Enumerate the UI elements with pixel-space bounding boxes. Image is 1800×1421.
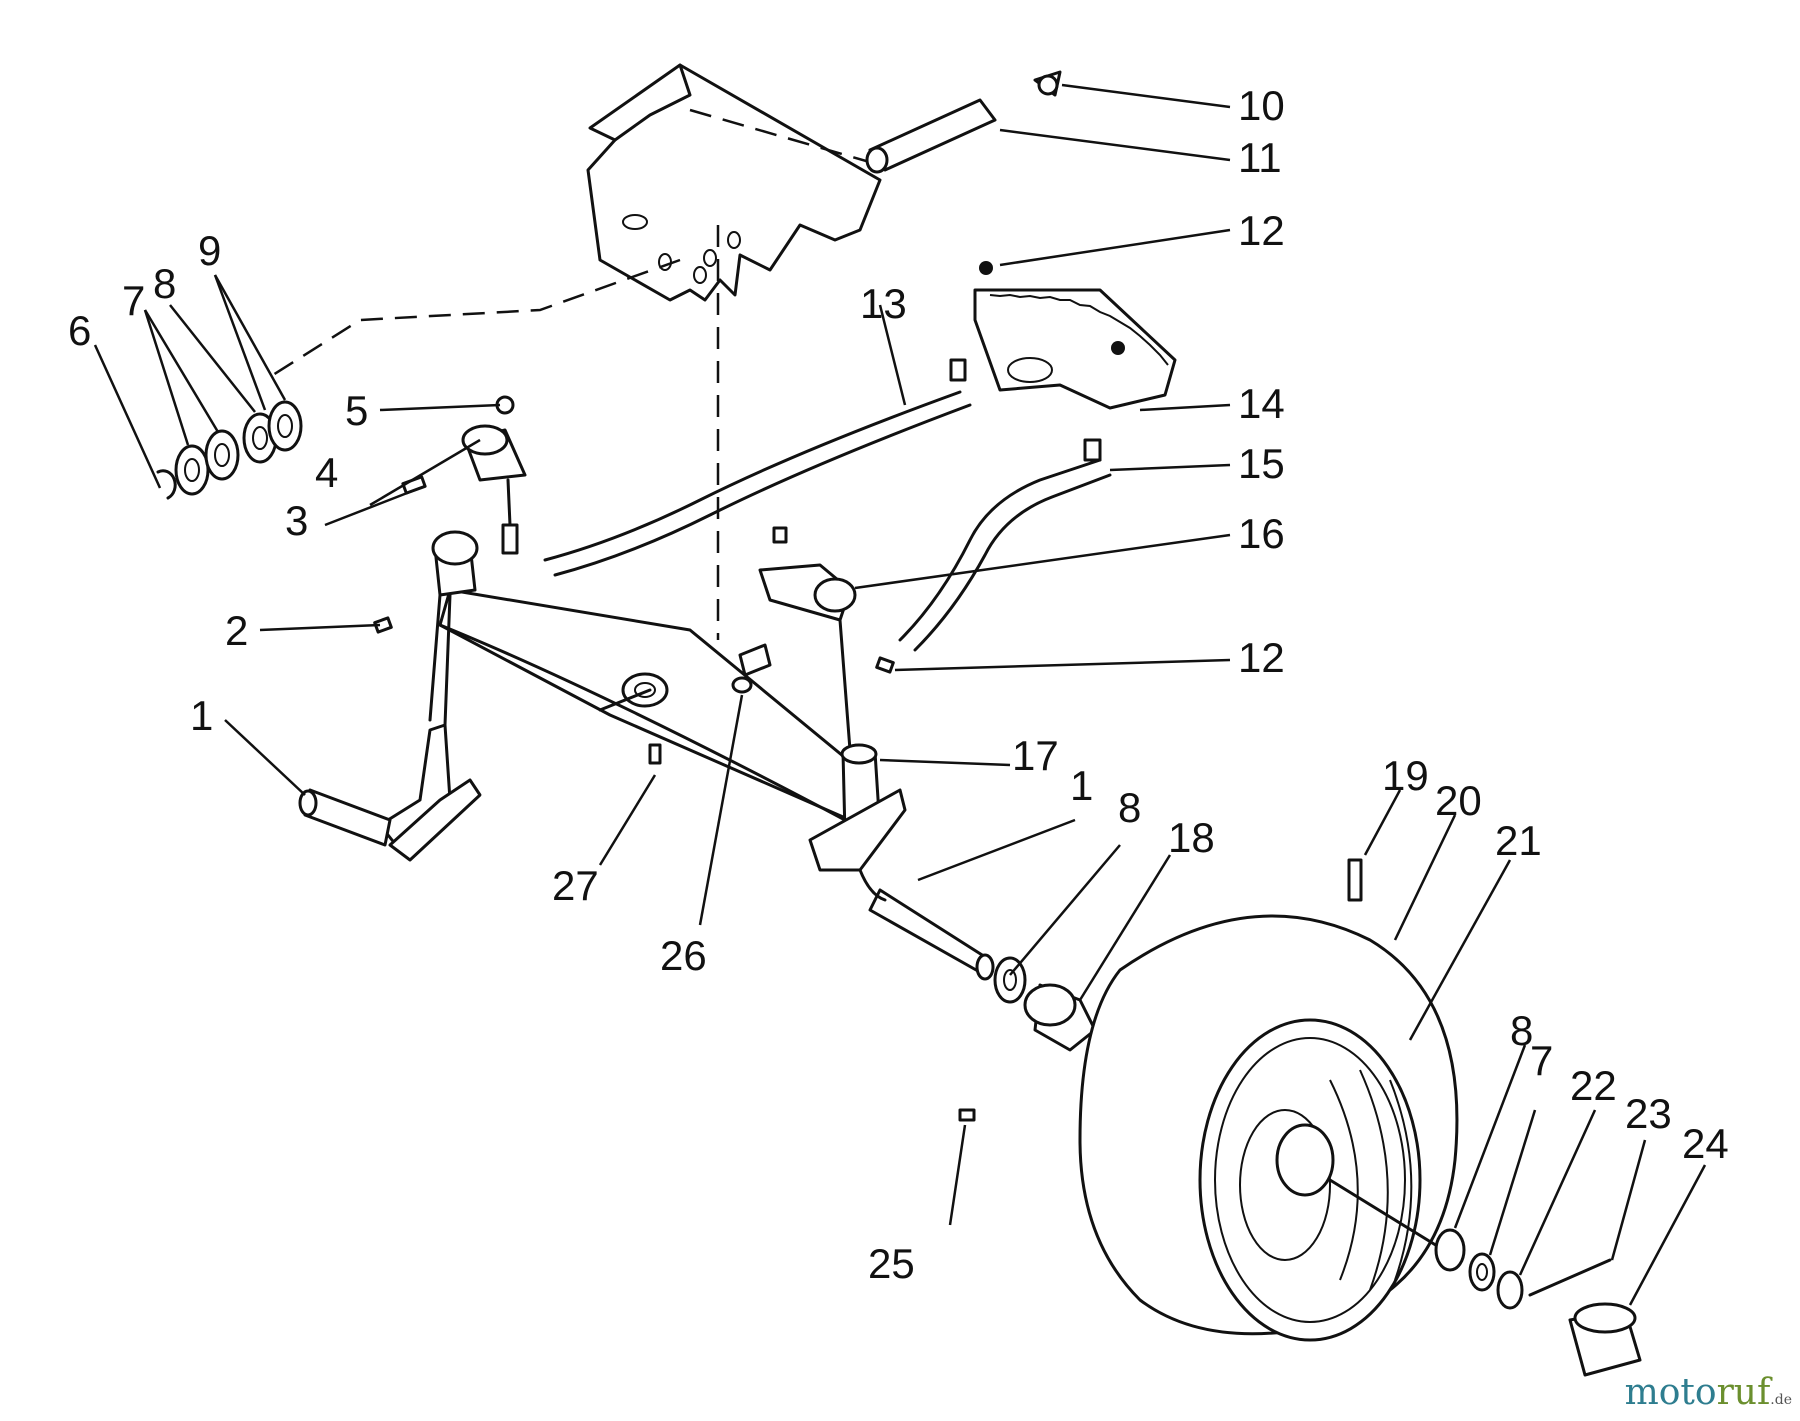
callout-20: 20 bbox=[1435, 777, 1482, 824]
callout-4: 4 bbox=[315, 449, 338, 496]
callout-26: 26 bbox=[660, 932, 707, 979]
watermark-part2: ruf bbox=[1716, 1372, 1771, 1413]
callout-17: 17 bbox=[1012, 732, 1059, 779]
callout-7-right: 7 bbox=[1530, 1037, 1553, 1084]
left-washer-stack bbox=[156, 400, 303, 500]
callout-18: 18 bbox=[1168, 814, 1215, 861]
callout-14: 14 bbox=[1238, 380, 1285, 427]
callout-8-mid: 8 bbox=[1118, 784, 1141, 831]
callout-27: 27 bbox=[552, 862, 599, 909]
grease-fittings bbox=[373, 616, 895, 765]
callout-24: 24 bbox=[1682, 1120, 1729, 1167]
callout-8-right: 8 bbox=[1510, 1007, 1533, 1054]
callout-9: 9 bbox=[198, 227, 221, 274]
callout-3: 3 bbox=[285, 497, 308, 544]
drag-link-13 bbox=[543, 358, 972, 577]
spacer-and-washer bbox=[993, 956, 1097, 1052]
callout-1-left: 1 bbox=[190, 692, 213, 739]
callout-labels: 10 11 12 13 14 15 16 12 17 1 8 18 19 20 … bbox=[68, 82, 1729, 1287]
left-steering-arm bbox=[401, 395, 527, 555]
front-axle bbox=[438, 588, 862, 822]
callout-12-top: 12 bbox=[1238, 207, 1285, 254]
callout-6: 6 bbox=[68, 307, 91, 354]
callout-10: 10 bbox=[1238, 82, 1285, 129]
callout-1-right: 1 bbox=[1070, 762, 1093, 809]
callout-13: 13 bbox=[860, 280, 907, 327]
watermark-part1: moto bbox=[1624, 1372, 1717, 1413]
front-wheel bbox=[1078, 858, 1462, 1342]
hub-parts bbox=[958, 1108, 1642, 1377]
callout-12-mid: 12 bbox=[1238, 634, 1285, 681]
callout-22: 22 bbox=[1570, 1062, 1617, 1109]
callout-21: 21 bbox=[1495, 817, 1542, 864]
callout-5: 5 bbox=[345, 387, 368, 434]
callout-16: 16 bbox=[1238, 510, 1285, 557]
callout-23: 23 bbox=[1625, 1090, 1672, 1137]
callout-15: 15 bbox=[1238, 440, 1285, 487]
sector-gear bbox=[973, 261, 1177, 410]
drag-link-15 bbox=[898, 438, 1112, 652]
callout-2: 2 bbox=[225, 607, 248, 654]
watermark-suffix: .de bbox=[1770, 1392, 1792, 1408]
frame-bracket bbox=[586, 63, 882, 302]
pivot-pin bbox=[865, 70, 1062, 174]
callout-25: 25 bbox=[868, 1240, 915, 1287]
leader-lines bbox=[93, 83, 1707, 1306]
callout-7-left: 7 bbox=[122, 277, 145, 324]
left-spindle bbox=[298, 530, 482, 862]
right-spindle bbox=[758, 526, 995, 981]
callout-8-left: 8 bbox=[153, 260, 176, 307]
callout-11: 11 bbox=[1238, 134, 1282, 181]
watermark-logo: motoruf.de bbox=[1625, 1372, 1792, 1413]
callout-19: 19 bbox=[1382, 752, 1429, 799]
